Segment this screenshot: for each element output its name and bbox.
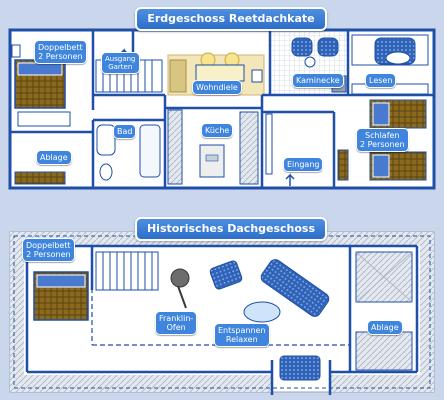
label-wohndiele: Wohndiele [192, 80, 242, 95]
toilet [99, 163, 113, 181]
attic-bed-pillows [36, 274, 86, 288]
ground-bed-pillows [17, 62, 63, 76]
attic-storage-cross [355, 251, 413, 303]
label-ausgang-garten: Ausgang Garten [101, 52, 140, 74]
reading-table [385, 51, 411, 65]
label-line: Ofen [166, 323, 186, 332]
lounge-table [243, 301, 281, 323]
entrance-arrow-icon [285, 173, 295, 186]
washbasin [96, 124, 116, 156]
attic-roof-bottom-left [10, 375, 272, 392]
label-ablage-attic: Ablage [367, 320, 403, 335]
wohndiele-cabinet [251, 69, 263, 83]
ground-dresser [17, 111, 71, 127]
attic-bench [279, 355, 321, 381]
stove-burner [205, 154, 219, 162]
armchair [317, 37, 339, 57]
ground-floor-title: Erdgeschoss Reetdachkate [135, 7, 327, 31]
bedroom-pillow [372, 102, 390, 126]
kitchen-counter [167, 109, 183, 185]
label-line: 2 Personen [38, 52, 83, 61]
ground-nightstand [11, 44, 21, 58]
label-lesen: Lesen [365, 73, 397, 88]
label-kaminecke: Kaminecke [292, 73, 344, 88]
label-doppelbett-ground: Doppelbett 2 Personen [34, 40, 87, 64]
bedroom-wardrobe [337, 149, 349, 181]
label-line: Relaxen [225, 335, 258, 344]
label-line: Franklin- [159, 314, 194, 323]
label-line: Garten [108, 63, 133, 71]
side-table [304, 56, 316, 68]
bedroom-pillow [372, 154, 390, 178]
label-schlafen: Schlafen 2 Personen [356, 128, 409, 152]
dining-table [195, 64, 245, 82]
label-line: Doppelbett [38, 43, 83, 52]
franklin-stove-icon [170, 268, 190, 288]
ground-interior-walls [11, 31, 434, 188]
ground-storage-shelf [14, 171, 66, 185]
label-ablage-ground: Ablage [36, 150, 72, 165]
label-franklin-ofen: Franklin- Ofen [155, 311, 198, 335]
label-line: 2 Personen [26, 250, 71, 259]
lounge-sofa [260, 259, 330, 317]
label-kueche: Küche [201, 123, 234, 138]
coat-rack [265, 113, 273, 175]
label-doppelbett-attic: Doppelbett 2 Personen [22, 238, 75, 262]
attic-roof-right [420, 232, 434, 392]
lounge-chair [209, 260, 243, 290]
label-eingang: Eingang [283, 157, 324, 172]
label-line: Doppelbett [26, 241, 71, 250]
armchair [291, 37, 313, 57]
kitchen-counter-right [239, 111, 259, 185]
label-line: Schlafen [365, 131, 400, 140]
label-entspannen: Entspannen Relaxen [214, 323, 270, 347]
attic-roof-bottom-right [330, 375, 434, 392]
attic-eaves-line [13, 235, 431, 389]
attic-title: Historisches Dachgeschoss [135, 217, 327, 241]
wohndiele-bench [169, 59, 187, 93]
label-line: 2 Personen [360, 140, 405, 149]
attic-storage-unit [355, 331, 413, 371]
stove-pipe [177, 285, 187, 309]
bathtub [139, 124, 161, 178]
ground-floor-plan [8, 28, 436, 190]
attic-walls [25, 244, 419, 395]
attic-staircase [95, 251, 159, 291]
label-line: Ausgang [105, 55, 136, 63]
label-line: Entspannen [218, 326, 266, 335]
label-bad: Bad [113, 124, 137, 139]
